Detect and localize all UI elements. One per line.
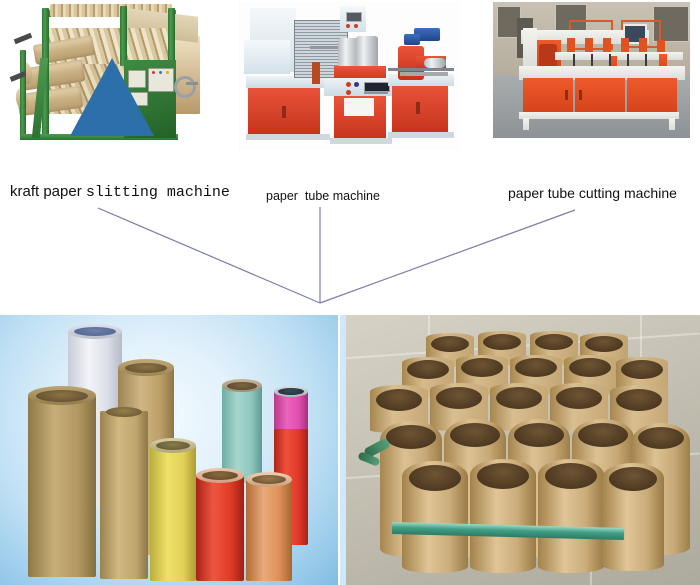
bundled-paper-tubes-photo (340, 315, 700, 585)
tube-red-front (196, 468, 244, 581)
tube-pink (274, 386, 308, 433)
label-kraft-paper-slitting-machine: kraft paper slitting machine (10, 184, 230, 200)
label-paper-tube-cutting-machine: paper tube cutting machine (508, 185, 677, 201)
tube-kraft-mid (100, 407, 148, 579)
label-slitting-sans: kraft paper (10, 183, 86, 200)
paper-tube-cutting-machine-photo (493, 2, 690, 138)
paper-tube-machine-photo (238, 2, 460, 150)
label-slitting-mono: slitting machine (85, 184, 230, 201)
finished-paper-tubes-photo (0, 315, 338, 585)
tube-yellow (150, 438, 196, 581)
tube-teal (222, 379, 262, 483)
line-from-cutting-label (319, 209, 576, 304)
tube-kraft-wide (28, 386, 96, 577)
tube-orange (246, 472, 292, 581)
kraft-paper-slitting-machine-photo (8, 2, 200, 152)
label-paper-tube-machine: paper tube machine (266, 189, 380, 203)
line-from-slitting-label (97, 207, 321, 304)
